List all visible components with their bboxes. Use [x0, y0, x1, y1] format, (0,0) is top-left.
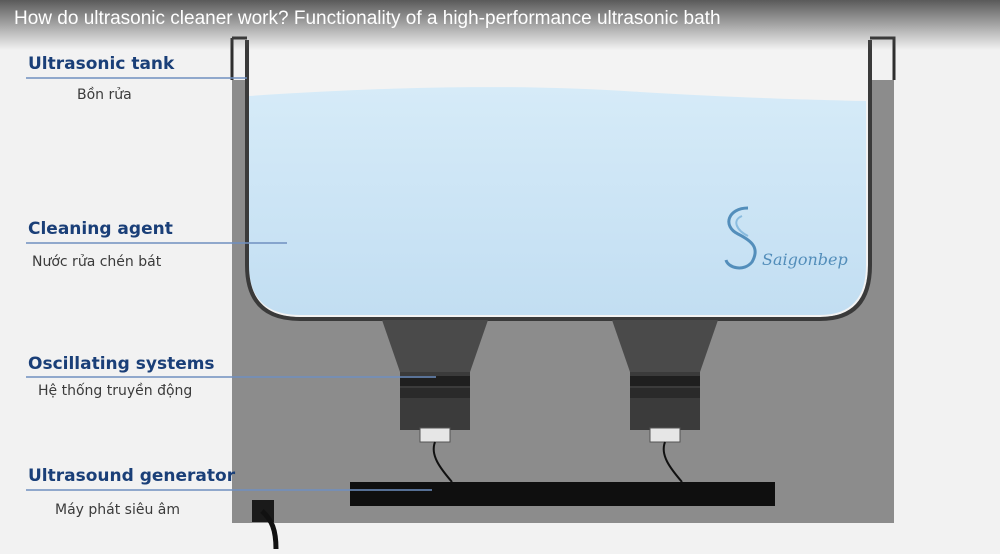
label-generator-en: Ultrasound generator	[28, 466, 236, 486]
label-oscillating-vi: Hệ thống truyền động	[38, 383, 193, 399]
tank-wall	[245, 40, 872, 321]
power-cable	[260, 509, 279, 550]
cleaning-liquid	[249, 87, 866, 315]
generator-bar	[350, 482, 775, 506]
label-tank-en: Ultrasonic tank	[28, 54, 175, 74]
s-swirl-logo-icon	[724, 206, 757, 270]
label-agent-vi: Nước rửa chén bát	[32, 254, 162, 270]
label-generator-vi: Máy phát siêu âm	[55, 502, 181, 518]
label-agent-en: Cleaning agent	[28, 219, 173, 239]
label-tank-vi: Bồn rửa	[77, 87, 132, 103]
transducer-left	[382, 320, 488, 443]
s-swirl-inner	[735, 215, 749, 237]
watermark-text: Saigonbep	[762, 250, 848, 269]
video-title: How do ultrasonic cleaner work? Function…	[14, 8, 721, 29]
title-shade	[0, 0, 1000, 50]
wire-right	[662, 441, 683, 483]
label-oscillating-en: Oscillating systems	[28, 354, 215, 374]
wire-left	[432, 441, 453, 483]
transducer-right	[612, 320, 718, 443]
